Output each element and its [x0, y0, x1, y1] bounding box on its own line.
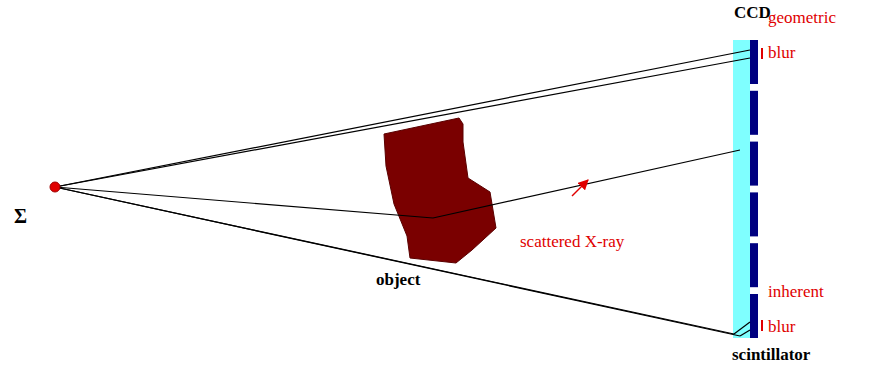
scintillator-label: scintillator — [732, 345, 810, 365]
ccd-pixels — [750, 40, 758, 338]
callout-arrow — [572, 180, 588, 196]
geometric-blur-label: geometric blur — [768, 0, 836, 70]
ccd-pixel — [750, 142, 758, 186]
ray-lines — [55, 50, 750, 336]
ccd-pixel — [750, 294, 758, 338]
object — [384, 118, 496, 263]
blur-mark — [761, 48, 763, 59]
ccd-pixel — [750, 40, 758, 84]
source-label: Σ — [14, 206, 27, 226]
scintillator — [733, 40, 750, 338]
scattered-xray-label: scattered X-ray — [520, 232, 624, 252]
inherent-blur-label: inherent blur — [768, 274, 824, 344]
ccd-pixel — [750, 192, 758, 236]
ccd-pixel — [750, 243, 758, 287]
ccd-label: CCD — [734, 3, 771, 23]
xray-source — [50, 182, 60, 192]
object-label: object — [376, 270, 420, 290]
ccd-pixel — [750, 91, 758, 135]
blur-mark — [761, 320, 763, 331]
